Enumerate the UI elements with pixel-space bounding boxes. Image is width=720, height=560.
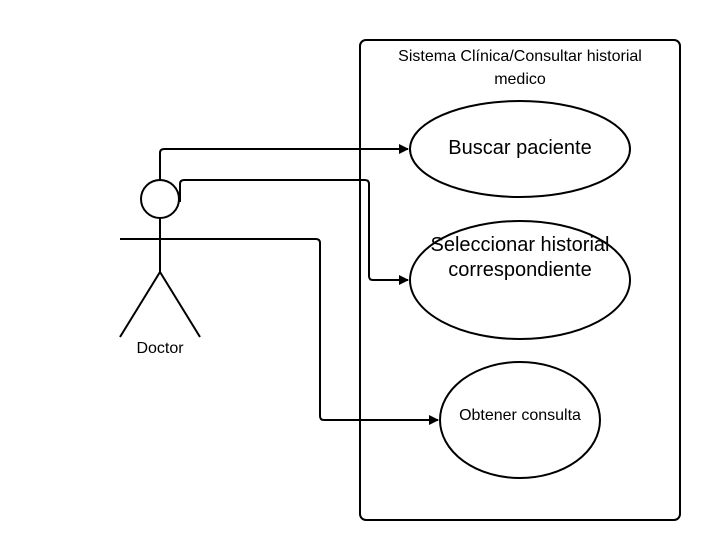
use-case-ellipse-buscar-paciente: [409, 100, 631, 198]
system-boundary: [359, 39, 681, 521]
use-case-ellipse-seleccionar-historial: [409, 220, 631, 340]
actor-right-leg: [159, 271, 201, 338]
use-case-label-buscar-paciente: Buscar paciente: [448, 137, 592, 159]
use-case-label-seleccionar-historial: Seleccionar historial correspondiente: [430, 234, 610, 281]
actor-left-leg: [119, 271, 161, 338]
use-case-ellipse-obtener-consulta: [439, 361, 601, 479]
association-arrow-seleccionar-historial: [179, 179, 409, 285]
use-case-label-obtener-consulta: Obtener consulta: [459, 407, 581, 424]
actor-head: [140, 179, 180, 219]
association-arrow-buscar-paciente: [159, 144, 409, 180]
actor-figure: [119, 179, 201, 338]
association-arrow-obtener-consulta: [200, 238, 439, 425]
actor-label: Doctor: [136, 340, 184, 357]
system-title: Sistema Clínica/Consultar historial medi…: [398, 48, 642, 88]
